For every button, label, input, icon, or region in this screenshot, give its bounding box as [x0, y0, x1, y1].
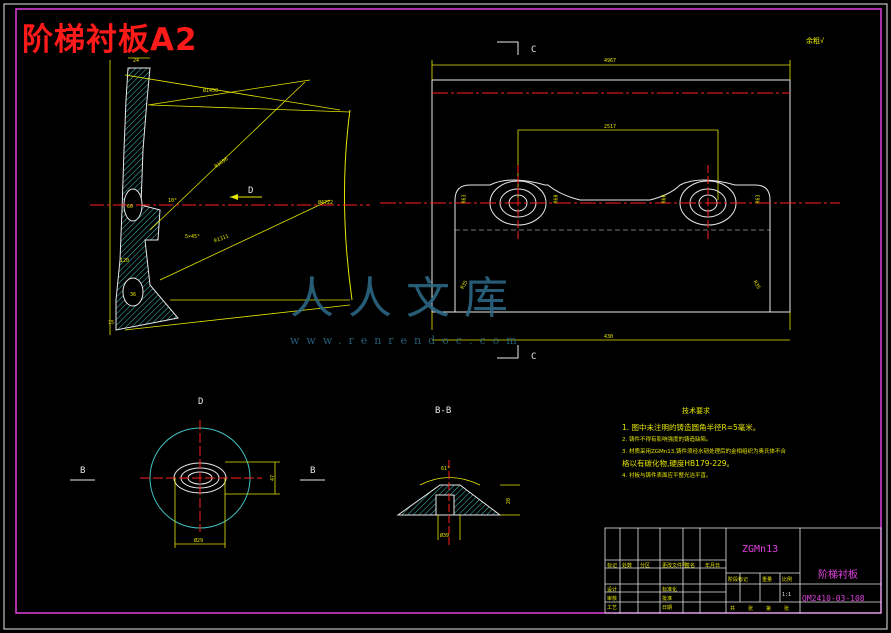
tb-left-row-1: 审核: [607, 596, 618, 602]
dim-left-m6: 15: [108, 320, 115, 326]
dim-left-m4: 120: [120, 258, 130, 264]
tb-left-right-row-2: 日期: [662, 605, 673, 611]
drawing-number-label: QM2410-03-108: [802, 594, 865, 603]
tech-req-item-3: 3. 材质采用ZGMn13,铸件须经水韧处理后的金相组织为奥氏体不合: [622, 449, 787, 455]
tech-req-item-1: 1. 图中未注明的铸造圆角半径R=5毫米。: [622, 423, 761, 432]
watermark-url: www.renrendoc.com: [290, 334, 524, 347]
dim-bb-depth: Ø39: [440, 533, 450, 539]
tb-left-right-row-0: 标准化: [662, 587, 678, 593]
dim-front-r-mid2: R60: [661, 194, 668, 204]
tb-col-label-1: 重量: [762, 577, 773, 583]
dim-bb-angle: 61°: [441, 466, 451, 472]
section-b-right-label: B: [310, 466, 316, 476]
dim-left-m2: 10°: [168, 198, 178, 204]
material-label: ZGMn13: [742, 544, 779, 555]
view-d-arrow-label: D: [248, 186, 254, 196]
dim-front-hole-spacing: 2517: [604, 124, 617, 130]
tb-bottom-2: 第: [766, 606, 772, 612]
dim-bb-height: 20: [506, 497, 513, 505]
inner-border: [15, 8, 882, 614]
tb-left-right-row-1: 批准: [662, 596, 673, 602]
section-b-left-label: B: [80, 466, 86, 476]
tech-req-item-2: 2. 铸件不得有影响强度的铸造缺陷。: [622, 437, 712, 443]
tb-left-row-2: 工艺: [607, 605, 618, 611]
dim-front-r-right: R63: [755, 194, 762, 204]
dim-left-m1: 60: [127, 204, 134, 210]
tb-left-row-0: 设计: [607, 587, 618, 593]
dim-front-bottom: 430: [604, 334, 614, 340]
view-d: [70, 420, 325, 548]
tb-bottom-1: 张: [748, 606, 754, 612]
tb-row-label-4: 签名: [685, 563, 696, 569]
dim-view-d-height: 47: [270, 474, 277, 482]
tb-row-label-0: 标记: [607, 563, 618, 569]
watermark-text: 人人文库: [290, 273, 522, 324]
section-c-label-bottom: C: [531, 352, 537, 362]
dim-left-m5: 36: [130, 292, 137, 298]
dim-left-r4: Ø4722: [318, 200, 334, 206]
dim-left-m3: 5×45°: [185, 234, 201, 240]
tb-col-label-2: 比例: [782, 577, 793, 583]
tb-row-label-2: 分区: [640, 563, 651, 569]
dim-view-d-width: Ø29: [194, 538, 204, 544]
technical-requirements: 技术要求 1. 图中未注明的铸造圆角半径R=5毫米。 2. 铸件不得有影响强度的…: [622, 406, 786, 482]
part-name-label: 阶梯衬板: [818, 570, 858, 581]
view-d-title: D: [198, 397, 204, 407]
left-section-view: [90, 57, 370, 335]
tb-col-label-0: 阶段标记: [728, 577, 749, 583]
outer-border: [3, 3, 888, 630]
roughness-note: 余粗√: [806, 37, 825, 45]
drawing-title: 阶梯衬板A2: [22, 22, 198, 58]
tech-req-item-5: 4. 衬板与铸件表面应平整光洁平直。: [622, 473, 712, 479]
section-bb: [396, 460, 520, 545]
scale-label: 1:1: [782, 592, 792, 598]
dim-front-width: 4967: [604, 58, 617, 64]
dim-left-r1: Ø1450: [203, 88, 219, 94]
tb-bottom-3: 张: [784, 606, 790, 612]
tb-bottom-0: 共: [730, 606, 736, 612]
tech-req-item-4: 格以有碳化物,硬度HB179-229。: [622, 459, 735, 468]
watermark: 人人文库 www.renrendoc.com: [290, 262, 524, 347]
dim-front-r-mid1: R60: [553, 194, 560, 204]
tb-row-label-3: 更改文件号: [662, 563, 688, 569]
dim-left-top: 24: [133, 58, 140, 64]
dim-front-r-left: R63: [461, 194, 468, 204]
tech-req-heading: 技术要求: [682, 407, 710, 415]
tb-row-label-1: 处数: [622, 563, 633, 569]
section-c-label-top: C: [531, 45, 537, 55]
tb-row-label-5: 年月日: [705, 563, 721, 569]
front-view: [380, 41, 840, 359]
title-block: [604, 527, 882, 614]
section-bb-title: B-B: [435, 406, 452, 416]
